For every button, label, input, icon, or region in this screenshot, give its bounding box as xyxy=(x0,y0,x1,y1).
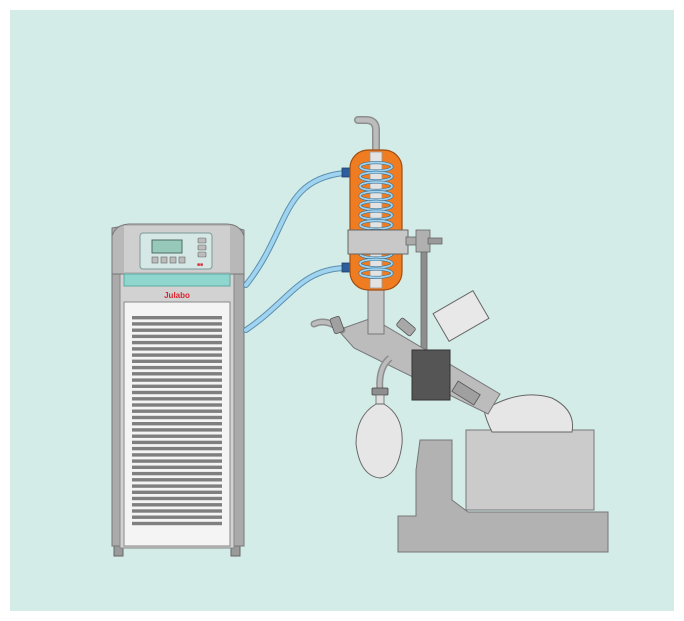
vent-slat xyxy=(132,522,222,525)
chiller-button-side-1[interactable] xyxy=(198,238,206,243)
vent-slat xyxy=(132,422,222,425)
motor-clamp-block xyxy=(412,350,450,400)
condenser-neck xyxy=(368,284,384,334)
vent-slat xyxy=(132,372,222,375)
vent-slat xyxy=(132,403,222,406)
chiller-brand-label: Julabo xyxy=(164,291,190,300)
vent-slat xyxy=(132,478,222,481)
chiller-button-side-3[interactable] xyxy=(198,252,206,257)
vent-slat xyxy=(132,447,222,450)
vent-slat xyxy=(132,435,222,438)
chiller-accent-band xyxy=(124,274,230,286)
vent-slat xyxy=(132,329,222,332)
vent-slat xyxy=(132,385,222,388)
chiller-button-4[interactable] xyxy=(179,257,185,263)
vent-slat xyxy=(132,484,222,487)
chiller-panel-logo: ■■ xyxy=(197,262,203,268)
vent-slat xyxy=(132,360,222,363)
chiller-lcd-display xyxy=(152,240,182,253)
chiller-button-1[interactable] xyxy=(152,257,158,263)
vent-slat xyxy=(132,366,222,369)
chiller-button-2[interactable] xyxy=(161,257,167,263)
chiller-button-side-2[interactable] xyxy=(198,245,206,250)
vent-slat xyxy=(132,416,222,419)
vent-slat xyxy=(132,341,222,344)
vent-slat xyxy=(132,378,222,381)
vent-slat xyxy=(132,509,222,512)
vent-slat xyxy=(132,428,222,431)
vent-slat xyxy=(132,316,222,319)
vent-slat xyxy=(132,491,222,494)
support-rod xyxy=(421,236,427,356)
vent-slat xyxy=(132,322,222,325)
vent-slat xyxy=(132,397,222,400)
vent-slat xyxy=(132,441,222,444)
hose-connector-lower xyxy=(342,263,350,272)
hose-connector-upper xyxy=(342,168,350,177)
heating-bath xyxy=(466,430,594,510)
vent-slat xyxy=(132,466,222,469)
vent-slat xyxy=(132,410,222,413)
vent-slat xyxy=(132,516,222,519)
recirculating-chiller: ■■ Julabo xyxy=(112,224,244,556)
condenser-clamp xyxy=(348,230,408,254)
vent-slat xyxy=(132,335,222,338)
vent-slat xyxy=(132,453,222,456)
receiving-flask-clip xyxy=(372,388,388,395)
vent-slat xyxy=(132,497,222,500)
vent-slat xyxy=(132,391,222,394)
vent-slat xyxy=(132,472,222,475)
vent-slat xyxy=(132,347,222,350)
vent-slat xyxy=(132,353,222,356)
vent-slat xyxy=(132,503,222,506)
vent-slat xyxy=(132,459,222,462)
clamp-screw[interactable] xyxy=(428,238,442,244)
chiller-button-3[interactable] xyxy=(170,257,176,263)
